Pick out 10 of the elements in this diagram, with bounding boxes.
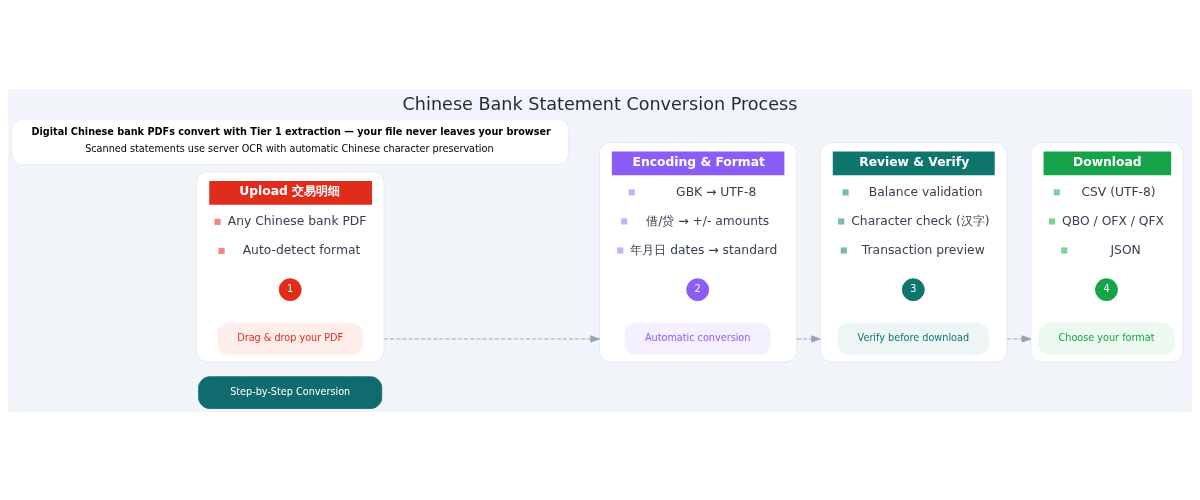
arrow [383, 334, 600, 342]
node-circle: 1 [278, 277, 302, 301]
node-box: Digital Chinese bank PDFs convert with Tier 1 extraction — your file never leaves your browser Scanned statements use server OCR with automatic Chinese character preservation [11, 118, 570, 165]
diagram-title: Chinese Bank Statement Conversion Process [402, 93, 798, 114]
node-box: Step-by-Step Conversion [198, 375, 383, 409]
arrow [796, 334, 821, 342]
node-circle: 3 [901, 277, 925, 301]
node-circle: 4 [1095, 277, 1118, 301]
node-circle: 2 [686, 277, 710, 301]
arrow [1006, 334, 1032, 342]
